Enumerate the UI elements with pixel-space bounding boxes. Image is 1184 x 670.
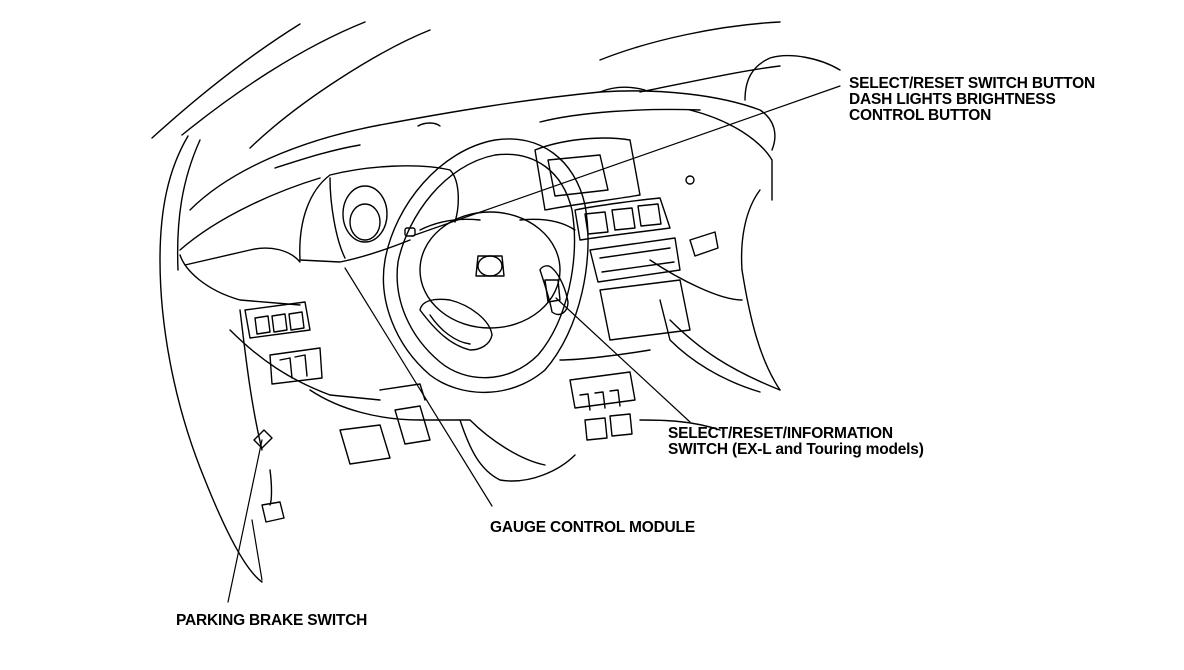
leader-lines	[228, 86, 840, 602]
center-stack	[535, 138, 760, 440]
callout-line: SWITCH (EX-L and Touring models)	[668, 441, 924, 458]
leader-select-reset-button	[412, 86, 840, 236]
windshield-pillar	[152, 22, 430, 582]
callout-line: DASH LIGHTS BRIGHTNESS	[849, 91, 1056, 108]
instrument-cluster	[300, 166, 459, 262]
leader-gauge-control-module	[345, 268, 492, 506]
callout-gauge-control-module: GAUGE CONTROL MODULE	[490, 520, 695, 536]
callout-select-reset-button: SELECT/RESET SWITCH BUTTON DASH LIGHTS B…	[849, 76, 1095, 124]
callout-line: PARKING BRAKE SWITCH	[176, 612, 368, 629]
leader-parking-brake-switch-a	[228, 440, 262, 602]
steering-wheel	[383, 139, 588, 392]
leader-parking-brake-switch-b	[252, 520, 262, 580]
callout-line: CONTROL BUTTON	[849, 107, 992, 124]
parking-brake-assembly	[254, 430, 284, 522]
lower-dash	[180, 248, 720, 481]
callout-line: GAUGE CONTROL MODULE	[490, 519, 695, 536]
right-window-door	[600, 22, 840, 392]
callout-line: SELECT/RESET/INFORMATION	[668, 425, 893, 442]
callout-select-reset-info-switch: SELECT/RESET/INFORMATION SWITCH (EX-L an…	[668, 426, 924, 458]
callout-line: SELECT/RESET SWITCH BUTTON	[849, 75, 1095, 92]
dashboard-top	[180, 87, 775, 250]
callout-parking-brake-switch: PARKING BRAKE SWITCH	[176, 613, 367, 629]
leader-select-reset-info-switch	[556, 298, 690, 422]
